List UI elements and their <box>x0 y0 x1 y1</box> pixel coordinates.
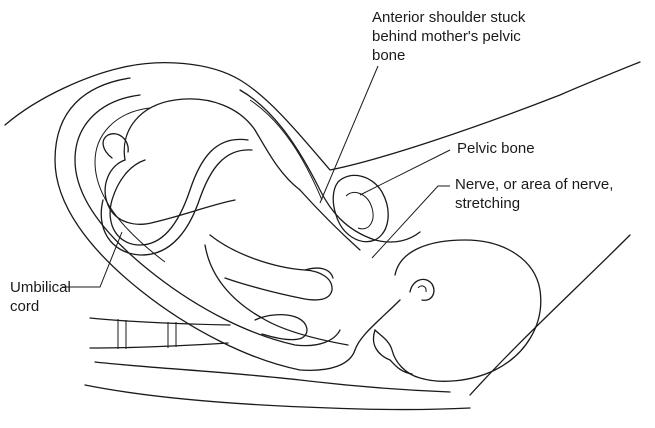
baby-chest <box>300 190 360 250</box>
baby-ear-inner <box>418 286 426 292</box>
mother-outer-contour <box>5 62 640 170</box>
baby-torso-lower <box>205 245 348 345</box>
anterior-shoulder-label: Anterior shoulder stuck behind mother's … <box>372 8 525 65</box>
uterus-outer-wall <box>55 78 400 370</box>
anterior-shoulder-line-1: Anterior shoulder stuck <box>372 8 525 27</box>
umbilical-cord-line-2: cord <box>10 297 71 316</box>
uterus-inner-wall <box>75 95 340 346</box>
anterior-shoulder-line-2: behind mother's pelvic <box>372 27 525 46</box>
umbilical-cord-inner <box>101 150 252 255</box>
anterior-shoulder-leader <box>320 66 378 203</box>
birth-canal-lower <box>250 100 322 200</box>
umbilical-cord-label: Umbilical cord <box>10 278 71 316</box>
baby-head <box>375 240 541 381</box>
umbilical-cord-leader <box>62 232 122 287</box>
pelvic-bone-label: Pelvic bone <box>457 139 535 158</box>
pelvic-bone-inner <box>346 192 373 228</box>
baby-ear <box>410 279 434 300</box>
baby-arm <box>210 235 332 300</box>
nerve-stretching-line-2: stretching <box>455 194 613 213</box>
spine-upper <box>90 318 230 325</box>
nerve-stretching-line-1: Nerve, or area of nerve, <box>455 175 613 194</box>
back-curve <box>85 385 470 410</box>
umbilical-cord-line-1: Umbilical <box>10 278 71 297</box>
nerve-stretching-label: Nerve, or area of nerve, stretching <box>455 175 613 213</box>
spine-lower <box>90 343 228 348</box>
anterior-shoulder-line-3: bone <box>372 46 525 65</box>
baby-back <box>124 99 300 190</box>
birth-canal-upper <box>240 90 420 242</box>
